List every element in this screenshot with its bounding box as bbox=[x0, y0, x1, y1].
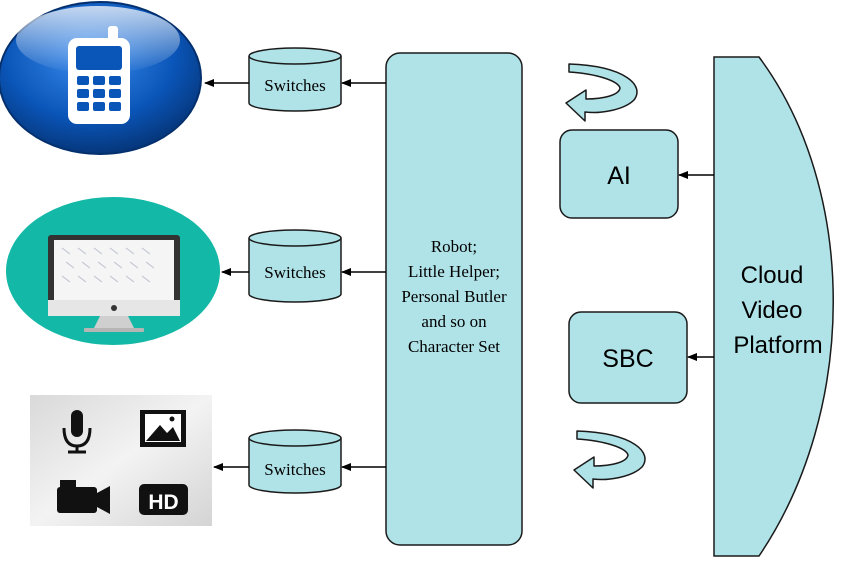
switches-top: Switches bbox=[248, 47, 342, 112]
robot-node: Robot; Little Helper; Personal Butler an… bbox=[385, 52, 523, 546]
sbc-label: SBC bbox=[602, 345, 653, 373]
circular-arrow-icon bbox=[573, 430, 646, 489]
phone-icon bbox=[0, 0, 205, 156]
hd-icon: HD bbox=[139, 484, 188, 515]
sbc-node: SBC bbox=[568, 311, 688, 404]
microphone-icon bbox=[62, 410, 92, 454]
ai-node: AI bbox=[559, 129, 679, 219]
switches-top-label: Switches bbox=[264, 76, 325, 95]
robot-line-3: Personal Butler bbox=[401, 287, 507, 306]
cloud-line-2: Video bbox=[742, 297, 803, 324]
hd-label: HD bbox=[148, 491, 178, 514]
cloud-line-3: Platform bbox=[733, 332, 822, 359]
robot-line-4: and so on bbox=[421, 312, 487, 331]
ai-label: AI bbox=[607, 162, 631, 190]
media-panel: HD bbox=[30, 395, 212, 526]
cloud-line-1: Cloud bbox=[741, 262, 804, 289]
video-camera-icon bbox=[57, 480, 110, 514]
image-icon bbox=[140, 410, 186, 447]
connectors bbox=[204, 79, 714, 471]
monitor-icon bbox=[6, 197, 220, 345]
robot-line-5: Character Set bbox=[408, 337, 500, 356]
switches-middle-label: Switches bbox=[264, 263, 325, 282]
robot-line-1: Robot; bbox=[431, 237, 477, 256]
switches-middle: Switches bbox=[248, 229, 342, 303]
robot-line-2: Little Helper; bbox=[408, 262, 500, 281]
cloud-video-platform-node: Cloud Video Platform bbox=[713, 56, 834, 557]
circular-arrow-icon bbox=[565, 63, 638, 122]
switches-bottom: Switches bbox=[248, 429, 342, 494]
switches-bottom-label: Switches bbox=[264, 460, 325, 479]
